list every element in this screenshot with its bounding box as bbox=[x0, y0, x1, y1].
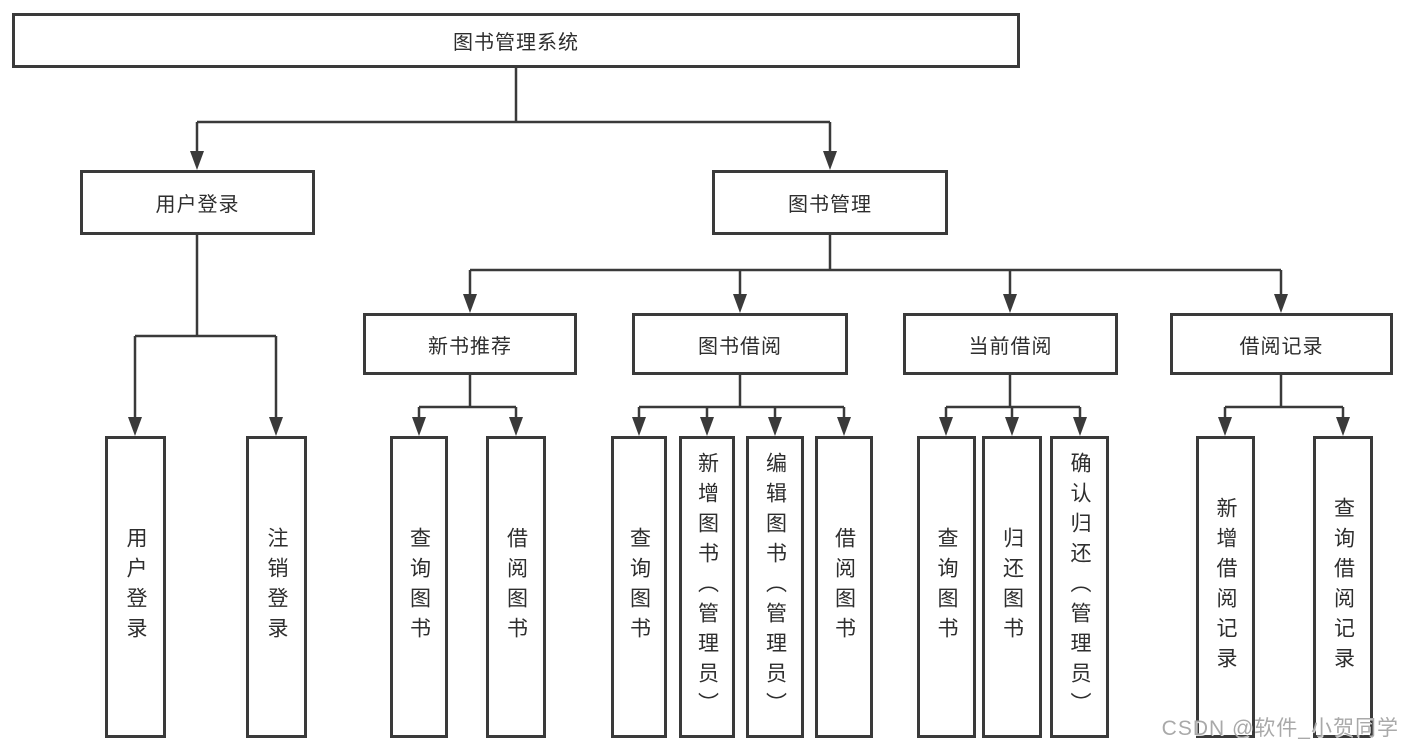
node-new-book-recommend: 新书推荐 bbox=[363, 313, 577, 375]
leaf-bb-query-books-label: 查询图书 bbox=[627, 527, 651, 647]
connectors-new-book-recommend-subtree bbox=[412, 375, 523, 436]
connectors-book-management-subtree bbox=[463, 235, 1288, 313]
node-user-login-label: 用户登录 bbox=[155, 194, 240, 216]
leaf-cb-query-books: 查询图书 bbox=[917, 436, 976, 738]
node-new-book-recommend-label: 新书推荐 bbox=[428, 335, 512, 358]
leaf-bb-edit-books-admin-label: 编辑图书（管理员） bbox=[763, 452, 787, 722]
leaf-bb-add-books-admin-label: 新增图书（管理员） bbox=[695, 452, 719, 722]
connectors-current-borrow-subtree bbox=[939, 375, 1087, 436]
leaf-cb-confirm-return-admin: 确认归还（管理员） bbox=[1050, 436, 1109, 738]
csdn-watermark: CSDN @软件_小贺同学 bbox=[1161, 717, 1399, 740]
leaf-br-add-record: 新增借阅记录 bbox=[1196, 436, 1255, 738]
leaf-nbr-query-books: 查询图书 bbox=[390, 436, 448, 738]
connectors-root-to-level2 bbox=[190, 68, 837, 170]
leaf-bb-edit-books-admin: 编辑图书（管理员） bbox=[746, 436, 804, 738]
node-borrow-records: 借阅记录 bbox=[1170, 313, 1393, 375]
leaf-cb-query-books-label: 查询图书 bbox=[935, 527, 958, 647]
leaf-cb-return-books: 归还图书 bbox=[982, 436, 1042, 738]
leaf-logout-login: 注销登录 bbox=[246, 436, 307, 738]
connectors-user-login-subtree bbox=[128, 235, 283, 436]
connectors-borrow-records-subtree bbox=[1218, 375, 1350, 436]
node-borrow-records-label: 借阅记录 bbox=[1239, 335, 1324, 358]
connectors-book-borrow-subtree bbox=[632, 375, 851, 436]
leaf-br-add-record-label: 新增借阅记录 bbox=[1214, 497, 1237, 677]
node-library-management-system: 图书管理系统 bbox=[12, 13, 1020, 68]
leaf-nbr-query-books-label: 查询图书 bbox=[407, 527, 431, 647]
node-user-login: 用户登录 bbox=[80, 170, 315, 235]
leaf-bb-borrow-books: 借阅图书 bbox=[815, 436, 873, 738]
leaf-user-login-label: 用户登录 bbox=[124, 527, 147, 647]
leaf-bb-query-books: 查询图书 bbox=[611, 436, 667, 738]
node-book-borrow: 图书借阅 bbox=[632, 313, 848, 375]
node-book-management: 图书管理 bbox=[712, 170, 948, 235]
leaf-logout-login-label: 注销登录 bbox=[265, 527, 288, 647]
leaf-br-query-record: 查询借阅记录 bbox=[1313, 436, 1373, 738]
node-current-borrow-label: 当前借阅 bbox=[968, 335, 1053, 358]
leaf-nbr-borrow-books-label: 借阅图书 bbox=[504, 527, 528, 647]
leaf-bb-add-books-admin: 新增图书（管理员） bbox=[679, 436, 735, 738]
node-library-management-system-label: 图书管理系统 bbox=[453, 32, 579, 54]
leaf-user-login: 用户登录 bbox=[105, 436, 166, 738]
leaf-br-query-record-label: 查询借阅记录 bbox=[1331, 497, 1355, 677]
node-current-borrow: 当前借阅 bbox=[903, 313, 1118, 375]
leaf-bb-borrow-books-label: 借阅图书 bbox=[832, 527, 856, 647]
leaf-cb-return-books-label: 归还图书 bbox=[1000, 527, 1024, 647]
leaf-cb-confirm-return-admin-label: 确认归还（管理员） bbox=[1068, 452, 1091, 722]
node-book-management-label: 图书管理 bbox=[788, 194, 872, 216]
node-book-borrow-label: 图书借阅 bbox=[698, 335, 782, 358]
leaf-nbr-borrow-books: 借阅图书 bbox=[486, 436, 546, 738]
